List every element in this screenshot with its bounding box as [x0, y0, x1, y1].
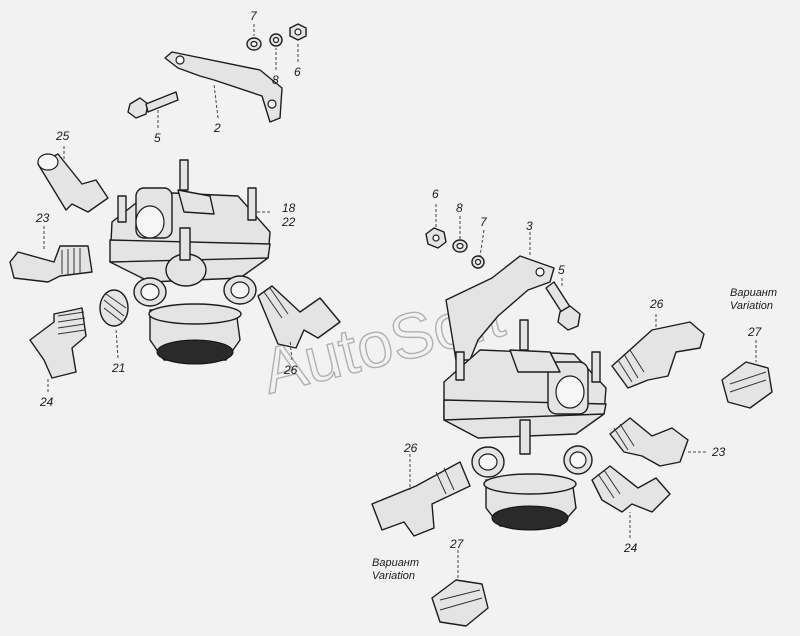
elbow-fitting-part-24-left [29, 307, 87, 379]
variant-label-ru-right: Вариант [730, 287, 777, 299]
valve-assembly-left [109, 159, 271, 365]
nut-part-6-left [289, 23, 307, 41]
callout-5-left: 5 [154, 131, 161, 145]
washer-part-8-left [269, 33, 283, 47]
variant-label-en-right: Variation [730, 300, 773, 312]
adapter-fitting-part-27-bottom [431, 579, 489, 627]
callout-3: 3 [526, 219, 533, 233]
callout-23-left: 23 [35, 211, 50, 225]
callout-21: 21 [111, 361, 125, 375]
callout-6-left: 6 [294, 65, 301, 79]
callout-6-right: 6 [432, 187, 439, 201]
elbow-fitting-part-23-right [609, 417, 689, 467]
callout-26-left: 26 [283, 363, 298, 377]
nut-part-6-right [425, 227, 447, 249]
washer-part-8-right [452, 239, 468, 253]
bolt-part-5-right [545, 281, 581, 331]
tee-fitting-part-26-left [257, 285, 341, 349]
elbow-fitting-part-25 [37, 153, 109, 213]
callout-27-right: 27 [747, 325, 763, 339]
adapter-fitting-part-27-right [721, 361, 773, 409]
callout-7-right: 7 [480, 215, 488, 229]
callout-24-left: 24 [39, 395, 54, 409]
callout-25: 25 [55, 129, 70, 143]
leader-lines [43, 24, 757, 578]
tee-fitting-part-26-right-bottom [371, 461, 471, 537]
callout-26-right-bottom: 26 [403, 441, 418, 455]
variant-label-en-bottom: Variation [372, 570, 415, 582]
callout-22: 22 [281, 215, 296, 229]
callout-8-left: 8 [272, 73, 279, 87]
callout-18: 18 [282, 201, 296, 215]
bracket-part-3 [445, 255, 555, 361]
bolt-part-5-left [127, 91, 179, 119]
callout-2: 2 [213, 121, 221, 135]
filter-screen-part-21 [99, 289, 129, 327]
callout-26-right-top: 26 [649, 297, 664, 311]
washer-part-7-right [471, 255, 485, 269]
washer-part-7-left [246, 37, 262, 51]
tee-fitting-part-26-right-top [611, 321, 705, 389]
callout-8-right: 8 [456, 201, 463, 215]
callout-24-right: 24 [623, 541, 638, 555]
callout-7-left: 7 [250, 9, 258, 23]
variant-label-ru-bottom: Вариант [372, 557, 419, 569]
callout-27-bottom: 27 [449, 537, 465, 551]
callout-23-right: 23 [711, 445, 726, 459]
elbow-fitting-part-23-left [9, 245, 93, 283]
callout-5-right: 5 [558, 263, 565, 277]
elbow-fitting-part-24-right [591, 465, 671, 513]
bracket-part-2 [164, 51, 283, 123]
valve-assembly-right [443, 319, 607, 531]
